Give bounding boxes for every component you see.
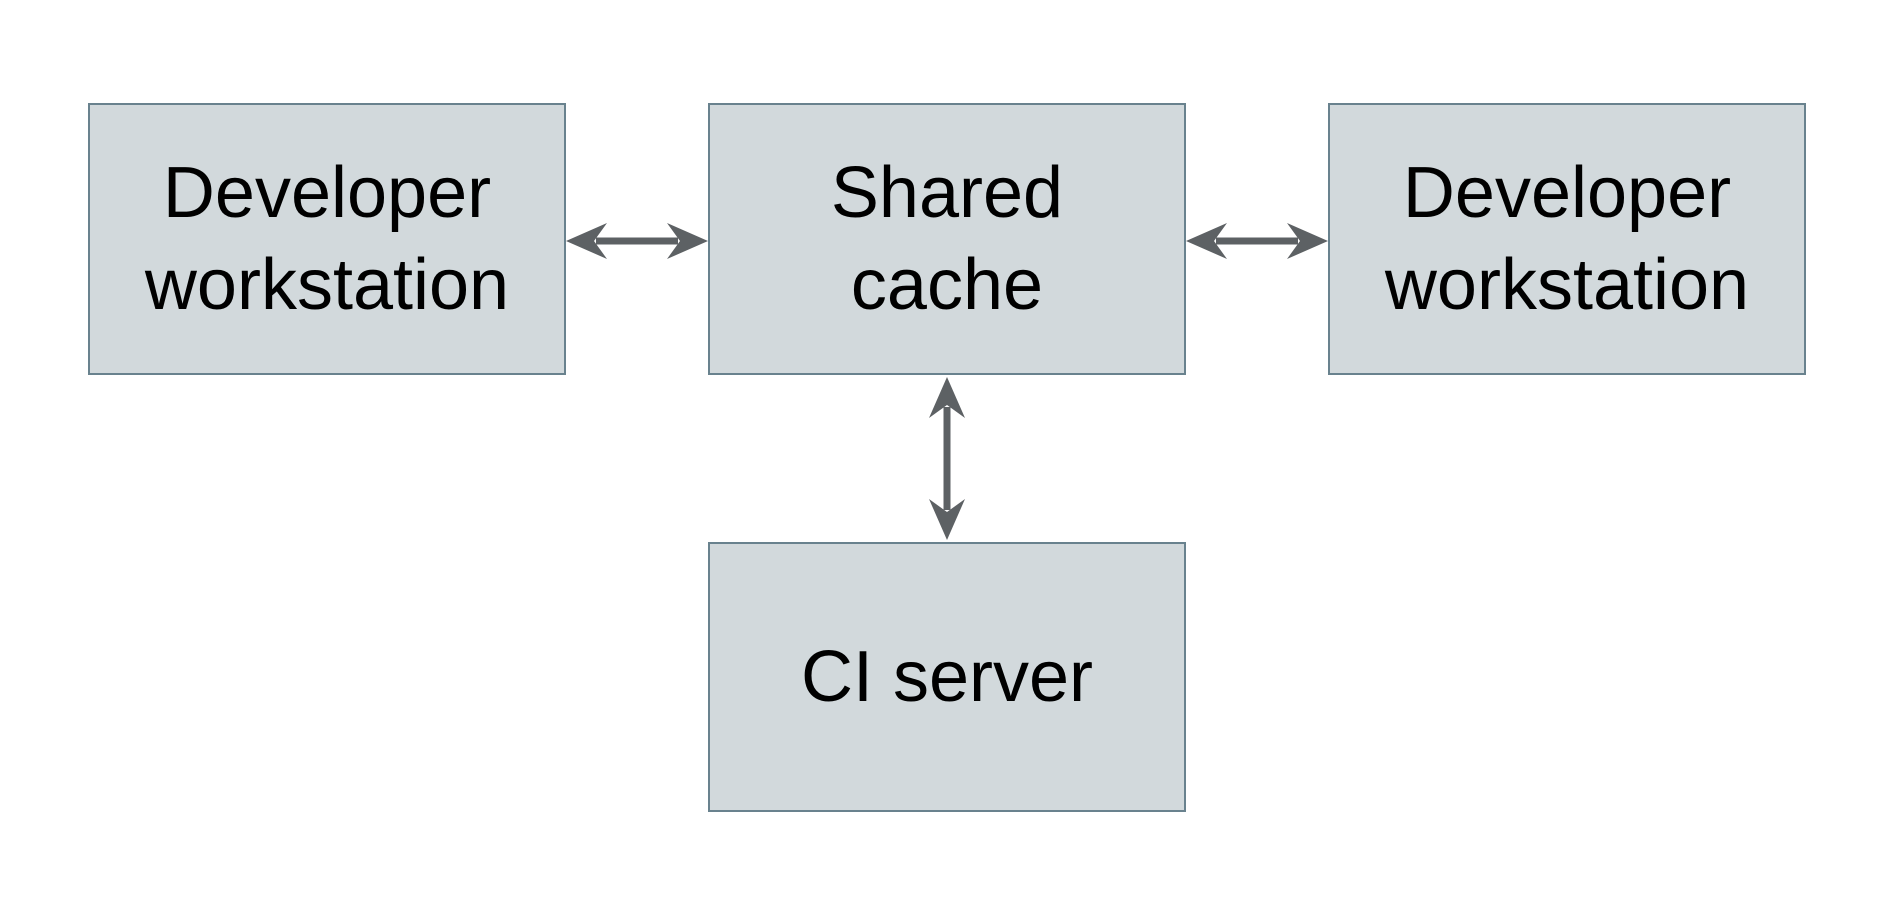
node-label-line: Developer — [1402, 153, 1732, 233]
node-developer-workstation-left: Developer workstation — [88, 103, 566, 375]
node-label-line: workstation — [1384, 245, 1750, 325]
node-label-line: workstation — [144, 245, 510, 325]
bidirectional-arrow-left-workstation-to-cache — [566, 223, 708, 259]
node-label-line: cache — [850, 245, 1044, 325]
node-label-line: CI server — [800, 637, 1094, 717]
node-shared-cache: Shared cache — [708, 103, 1186, 375]
bidirectional-arrow-cache-to-ci-server — [929, 377, 965, 540]
node-developer-workstation-right: Developer workstation — [1328, 103, 1806, 375]
node-ci-server: CI server — [708, 542, 1186, 812]
bidirectional-arrow-cache-to-right-workstation — [1186, 223, 1328, 259]
node-label-line: Shared — [830, 153, 1064, 233]
node-label-line: Developer — [162, 153, 492, 233]
